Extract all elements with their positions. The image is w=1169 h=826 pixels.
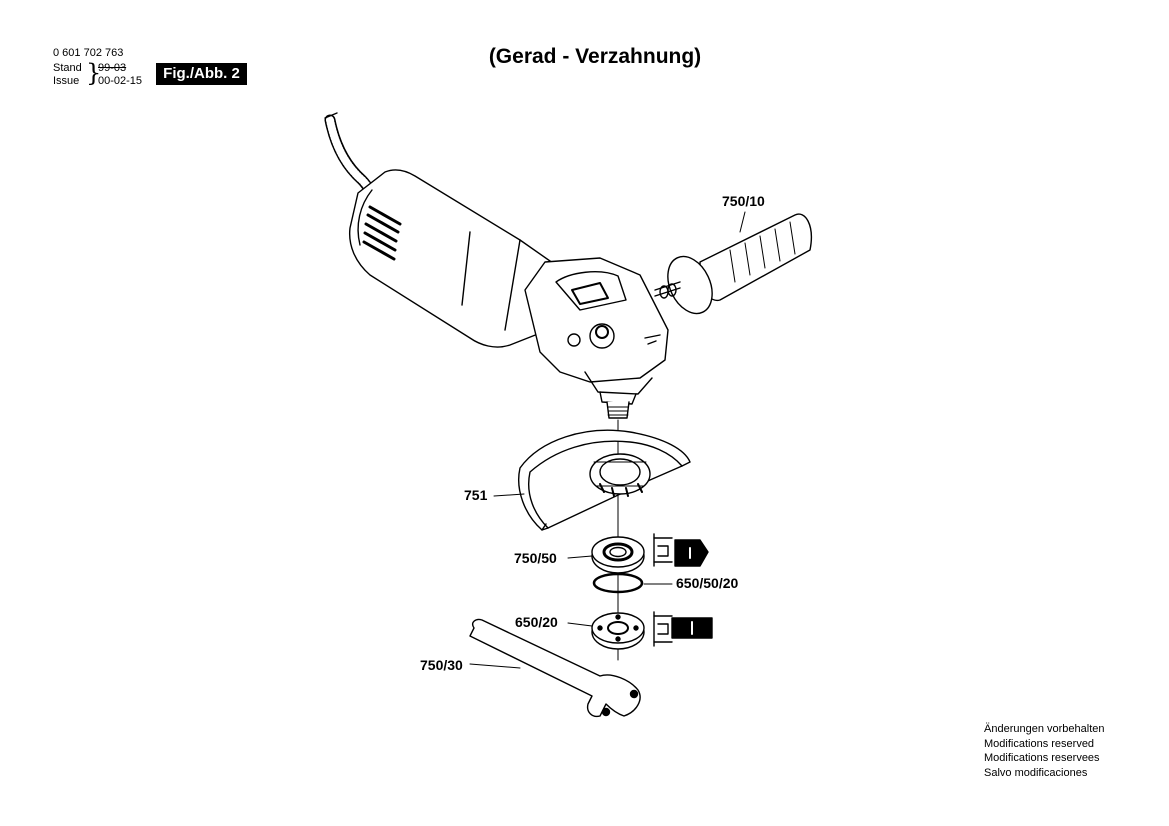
page-title: (Gerad - Verzahnung) — [488, 45, 702, 68]
spindle — [606, 401, 630, 419]
stand-label: Stand — [53, 62, 82, 74]
callout-two-pin-spanner: 750/30 — [420, 657, 463, 673]
protection-guard — [518, 429, 691, 531]
callout-protection-guard: 751 — [464, 487, 488, 503]
issue-date: 00-02-15 — [98, 75, 143, 87]
vent-slots — [362, 205, 402, 261]
notice-line: Modifications reserved — [984, 737, 1095, 750]
callout-clamping-nut: 650/20 — [515, 614, 558, 630]
two-pin-spanner — [469, 618, 641, 718]
figure-badge: Fig./Abb. 2 — [156, 63, 247, 85]
motor-housing — [348, 169, 561, 348]
notice-line: Modifications reservees — [984, 752, 1100, 764]
o-ring — [592, 572, 644, 594]
callout-o-ring: 650/50/20 — [676, 575, 739, 591]
auxiliary-handle — [654, 213, 812, 315]
nut-orientation-symbol — [653, 611, 713, 647]
stand-date-struck: 99-03 — [98, 62, 127, 74]
modification-notice: Änderungen vorbehalten Modifications res… — [984, 722, 1104, 780]
callout-mounting-flange: 750/50 — [514, 550, 557, 566]
notice-line: Änderungen vorbehalten — [984, 723, 1105, 735]
issue-label: Issue — [53, 75, 80, 87]
gear-head — [524, 257, 669, 405]
flange-orientation-symbol — [653, 533, 709, 567]
part-number: 0 601 702 763 — [53, 47, 124, 59]
brace-symbol: } — [86, 59, 102, 87]
notice-line: Salvo modificaciones — [984, 766, 1088, 779]
callout-auxiliary-handle: 750/10 — [722, 193, 765, 209]
clamping-nut — [591, 612, 645, 650]
leader-lines — [469, 211, 746, 669]
mounting-flange — [591, 536, 645, 574]
